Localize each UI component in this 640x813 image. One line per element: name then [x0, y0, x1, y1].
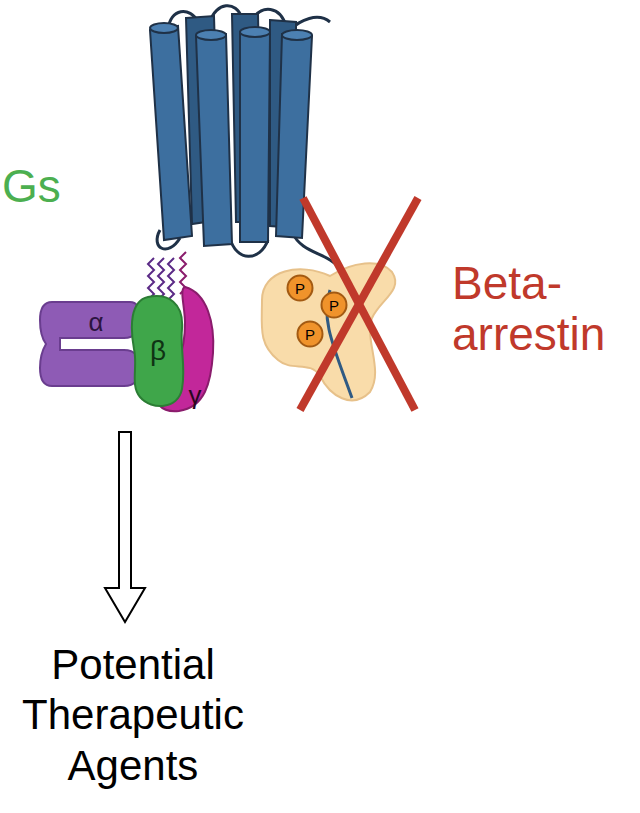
- beta-subunit-outline: [132, 296, 184, 406]
- red-cross: [300, 198, 418, 410]
- subunit-label: β: [150, 337, 166, 365]
- subunit-label: P: [305, 327, 315, 342]
- outcome-label: Potential Therapeutic Agents: [8, 640, 258, 791]
- phospho-circle-outline: [298, 322, 323, 347]
- gamma-subunit-outline: [156, 287, 213, 411]
- receptor-helices: [150, 14, 312, 246]
- subunit-label: α: [88, 309, 103, 335]
- phospho-circle: P: [296, 320, 324, 348]
- subunit-label: P: [295, 281, 305, 296]
- protein-label: Beta- arrestin: [452, 258, 617, 359]
- beta-subunit: β: [128, 293, 188, 413]
- subunit-label: P: [329, 298, 339, 313]
- hollow-arrow: [105, 432, 145, 622]
- protein-label: Gs: [2, 160, 122, 213]
- lipid-anchors: [148, 252, 186, 300]
- phospho-circle: P: [320, 291, 348, 319]
- phospho-circle-outline: [322, 293, 347, 318]
- phospho-circle: P: [286, 274, 314, 302]
- alpha-subunit: α: [38, 298, 142, 390]
- alpha-subunit-outline: [40, 302, 140, 386]
- subunit-label: γ: [189, 382, 202, 408]
- phospho-circle-outline: [288, 276, 313, 301]
